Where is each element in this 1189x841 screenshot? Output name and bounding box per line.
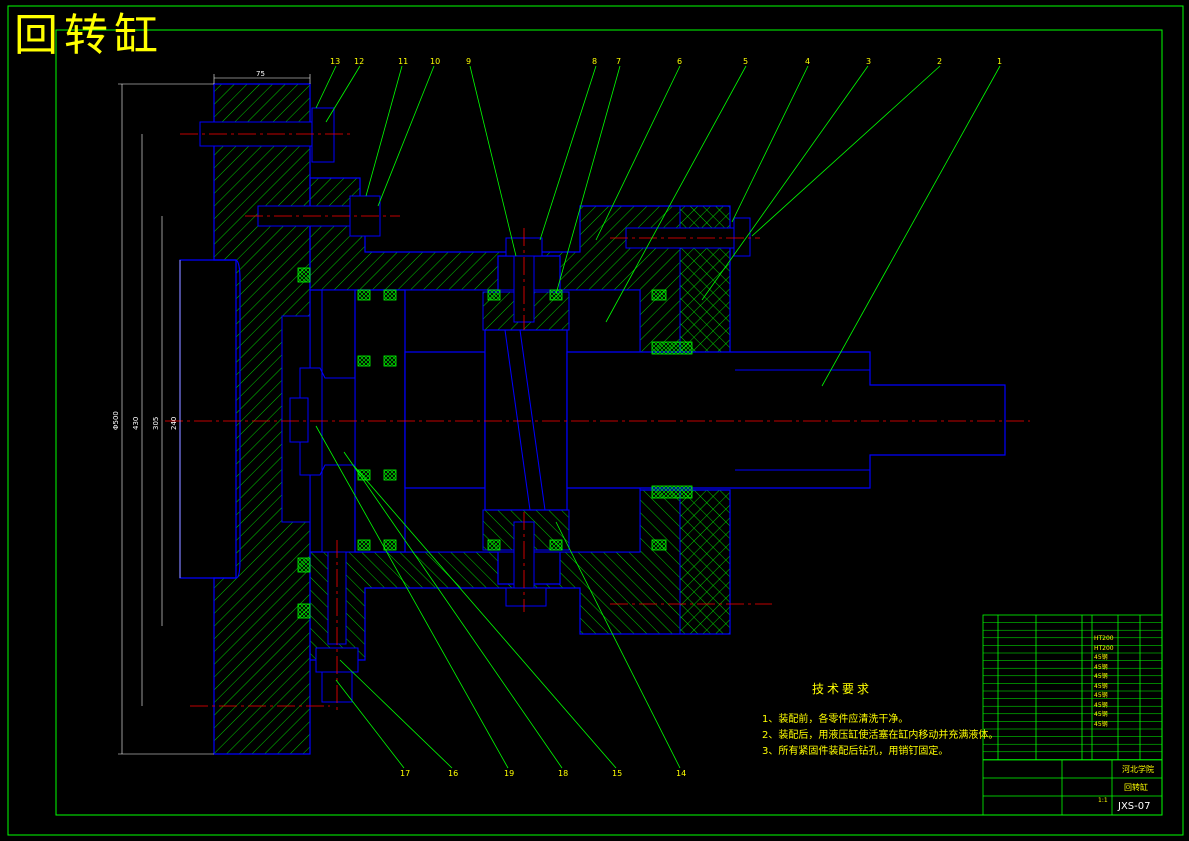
svg-text:10: 10 xyxy=(430,57,440,66)
svg-text:8: 8 xyxy=(592,57,597,66)
outer-frame xyxy=(7,5,1184,836)
svg-text:12: 12 xyxy=(354,57,364,66)
drawing-name: 回转缸 xyxy=(1124,783,1148,792)
tech-req-item-3: 3、所有紧固件装配后钻孔，用销钉固定。 xyxy=(762,746,949,757)
material-cell: 45钢 xyxy=(1094,663,1108,671)
svg-text:4: 4 xyxy=(805,57,810,66)
tech-req-item-2: 2、装配后，用液压缸使活塞在缸内移动并充满液体。 xyxy=(762,730,999,741)
svg-text:14: 14 xyxy=(676,769,686,778)
material-cell: HT200 xyxy=(1094,635,1114,642)
material-cell: 45钢 xyxy=(1094,711,1108,718)
page-title: 回转缸 xyxy=(14,10,164,61)
leader-lines xyxy=(315,65,1001,769)
school-name: 河北学院 xyxy=(1122,765,1154,774)
drawing-number: JXS-07 xyxy=(1118,801,1151,812)
key xyxy=(289,397,309,443)
dim-d1: Φ500 xyxy=(112,411,120,430)
svg-text:5: 5 xyxy=(743,57,748,66)
svg-text:6: 6 xyxy=(677,57,682,66)
dim-d4: 240 xyxy=(170,417,178,430)
dim-d2: 430 xyxy=(132,417,140,430)
svg-text:2: 2 xyxy=(937,57,942,66)
svg-text:15: 15 xyxy=(612,769,622,778)
part-labels: 13 12 11 10 9 8 7 6 5 4 3 2 1 17 16 19 1… xyxy=(330,57,1002,778)
tech-req-heading: 技术要求 xyxy=(812,682,873,696)
svg-text:18: 18 xyxy=(558,769,568,778)
svg-text:7: 7 xyxy=(616,57,621,66)
center-lines xyxy=(165,133,1030,710)
svg-text:16: 16 xyxy=(448,769,458,778)
title-block xyxy=(982,614,1163,816)
bolts xyxy=(199,107,751,703)
svg-text:11: 11 xyxy=(398,57,408,66)
material-cell: 45钢 xyxy=(1094,673,1108,680)
material-cell: 45钢 xyxy=(1094,692,1108,699)
output-shaft xyxy=(566,351,1006,489)
svg-text:9: 9 xyxy=(466,57,471,66)
svg-text:17: 17 xyxy=(400,769,410,778)
material-cell: 45钢 xyxy=(1094,701,1108,709)
drawing-ratio: 1:1 xyxy=(1098,797,1108,804)
dim-d3: 305 xyxy=(152,417,160,430)
tech-req-item-1: 1、装配前，各零件应清洗干净。 xyxy=(762,714,909,725)
end-cap-lower xyxy=(679,489,731,635)
base-recess xyxy=(179,259,241,579)
material-cell: 45钢 xyxy=(1094,654,1108,661)
material-cell: HT200 xyxy=(1094,644,1114,652)
piston-hub xyxy=(404,351,486,489)
dim-width: 75 xyxy=(256,70,265,78)
svg-text:19: 19 xyxy=(504,769,514,778)
svg-text:13: 13 xyxy=(330,57,340,66)
material-cell: 45钢 xyxy=(1094,720,1108,728)
svg-text:3: 3 xyxy=(866,57,871,66)
material-cell: 45钢 xyxy=(1094,682,1108,690)
dimension-lines xyxy=(118,74,311,755)
svg-text:1: 1 xyxy=(997,57,1002,66)
inner-frame xyxy=(55,29,1163,816)
seals xyxy=(297,267,693,619)
